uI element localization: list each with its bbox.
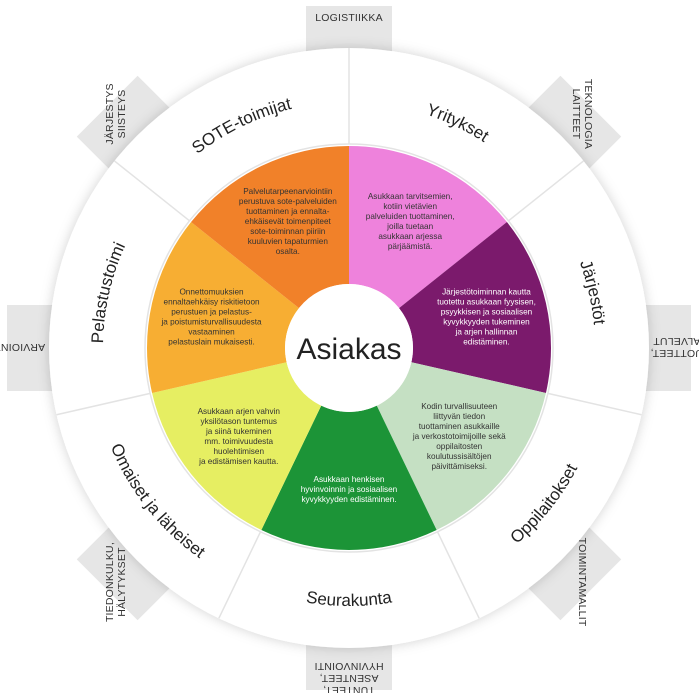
segment-text: tuottaminen asukkaille <box>419 422 500 431</box>
outer-tab-text: TUNTEET, <box>323 684 375 693</box>
outer-tab-text: PALVELUT <box>653 335 699 347</box>
outer-tab-tunteet: TUNTEET,ASENTEET,HYVINVOINTI <box>306 644 392 696</box>
segment-text: oppilaitosten <box>436 442 482 451</box>
segment-wedge <box>376 362 546 530</box>
outer-tab-text: TUOTTEET, <box>651 347 699 359</box>
center-circle <box>285 284 413 412</box>
outer-tab-toimintamallit: TOIMINTAMALLIT <box>527 526 622 627</box>
ring-label-seurakunta: Seurakunta <box>305 587 393 610</box>
segment-text: ja siinä tukeminen <box>205 427 272 436</box>
outer-tab-arviointi: ARVIOINTI <box>0 305 53 391</box>
segment-wedge <box>152 362 322 530</box>
segment-text: koulutussisältöjen <box>427 452 492 461</box>
segment-text: palveluiden tuottaminen, <box>366 212 455 221</box>
segment-text: sote-toiminnan piiriin <box>250 227 326 236</box>
segment-wedge <box>349 146 507 309</box>
outer-tab-box <box>527 526 622 621</box>
outer-tab-text: TIEDONKULKU, <box>104 542 116 622</box>
segment-text: ja verkostotoimijoille sekä <box>412 432 506 441</box>
segments: Asukkaan tarvitsemien,kotiin vietävienpa… <box>146 146 552 551</box>
segment-text: liittyvän tiedon <box>433 412 485 421</box>
outer-tab-text: HYVINVOINTI <box>314 660 383 672</box>
segment-text: Palvelutarpeenarviointiin <box>243 187 333 196</box>
segment-text: pelastuslain mukaisesti. <box>168 338 254 347</box>
segment-text: yksilötason tuntemus <box>201 417 277 426</box>
segment-text: edistäminen. <box>463 338 509 347</box>
outer-tab-text: SIISTEYS <box>116 90 128 139</box>
outer-tab-text: TOIMINTAMALLIT <box>576 538 588 627</box>
segment-text: ehkäisevät toimenpiteet <box>245 217 332 226</box>
segment-text: kyvykkyyden tukeminen <box>443 318 530 327</box>
segment-text: asukkaan arjessa <box>378 232 442 241</box>
outer-tab-box <box>645 305 691 391</box>
segment-text: vastaaminen <box>188 328 235 337</box>
segment-text: tuottaminen ja ennalta- <box>246 207 330 216</box>
outer-tab-text: HÄLYTYKSET <box>116 547 128 617</box>
center-label: Asiakas <box>296 333 401 366</box>
ring-divider <box>436 531 480 619</box>
ring-divider <box>56 392 151 416</box>
segment-text: Asukkaan tarvitsemien, <box>368 192 453 201</box>
segment-text: Järjestötoiminnan kautta <box>442 288 531 297</box>
segment-text: ennaltaehkäisy riskitietoon <box>164 298 260 307</box>
outer-tab-box <box>306 6 392 52</box>
outer-tab-text: LOGISTIIKKA <box>315 12 383 24</box>
segment-text: joilla tuetaan <box>386 222 433 231</box>
segment-text: ja edistämisen kautta. <box>198 457 278 466</box>
segment-text: psyykkisen ja sosiaalisen <box>441 308 533 317</box>
segment-text: Asukkaan henkisen <box>313 475 384 484</box>
segment-text: tuotettu asukkaan fyysisen, <box>437 298 536 307</box>
outer-tab-text: ARVIOINTI <box>0 341 45 353</box>
segment-text: mm. toimivuudesta <box>204 437 273 446</box>
outer-tab-logistiikka: LOGISTIIKKA <box>306 6 392 52</box>
ring-divider <box>547 392 642 416</box>
segment-text: perustuva sote-palveluiden <box>239 197 337 206</box>
outer-tab-text: TEKNOLOGIA <box>582 79 594 149</box>
segment-wedge <box>191 146 349 309</box>
segment-text: ja poistumisturvallisuudesta <box>160 318 262 327</box>
outer-tab-box <box>7 305 53 391</box>
outer-tab-box <box>76 526 171 621</box>
segment-text: pärjäämistä. <box>388 242 433 251</box>
ring-divider <box>218 531 262 619</box>
ring-divider <box>113 160 190 222</box>
center: Asiakas <box>285 284 413 412</box>
segment-wedge <box>399 222 552 393</box>
outer-tab-box <box>76 75 171 170</box>
outer-tab-text: ASENTEET, <box>320 672 379 684</box>
outer-tab-box <box>527 75 622 170</box>
segment-text: hyvinvoinnin ja sosiaalisen <box>301 485 398 494</box>
outer-tab-text: JÄRJESTYS <box>104 83 116 144</box>
segment-text: ja arjen hallinnan <box>455 328 518 337</box>
segment-text: kyvykkyyden edistäminen. <box>301 495 396 504</box>
ring-divider <box>508 160 585 222</box>
segment-text: Onnettomuuksien <box>179 288 244 297</box>
segment-text: päivittämiseksi. <box>431 462 487 471</box>
segment-text: Kodin turvallisuuteen <box>421 402 497 411</box>
segment-text: perustuen ja pelastus- <box>171 308 252 317</box>
segment-wedge <box>261 405 437 551</box>
segment-text: Asukkaan arjen vahvin <box>198 407 281 416</box>
segment-wedge <box>146 222 299 393</box>
segment-text: huolehtimisen <box>213 447 264 456</box>
segment-text: kuuluvien tapaturmien <box>248 237 329 246</box>
outer-tab-text: LAITTEET <box>570 89 582 140</box>
segment-text: kotiin vietävien <box>383 202 437 211</box>
outer-tab-box <box>306 644 392 690</box>
outer-tab-tiedonkulku: TIEDONKULKU,HÄLYTYKSET <box>76 526 171 622</box>
segment-yritykset: Asukkaan tarvitsemien,kotiin vietävienpa… <box>349 146 507 309</box>
segment-text: osalta. <box>276 247 300 256</box>
outer-tab-tuotteet: TUOTTEET,PALVELUT <box>645 305 699 391</box>
